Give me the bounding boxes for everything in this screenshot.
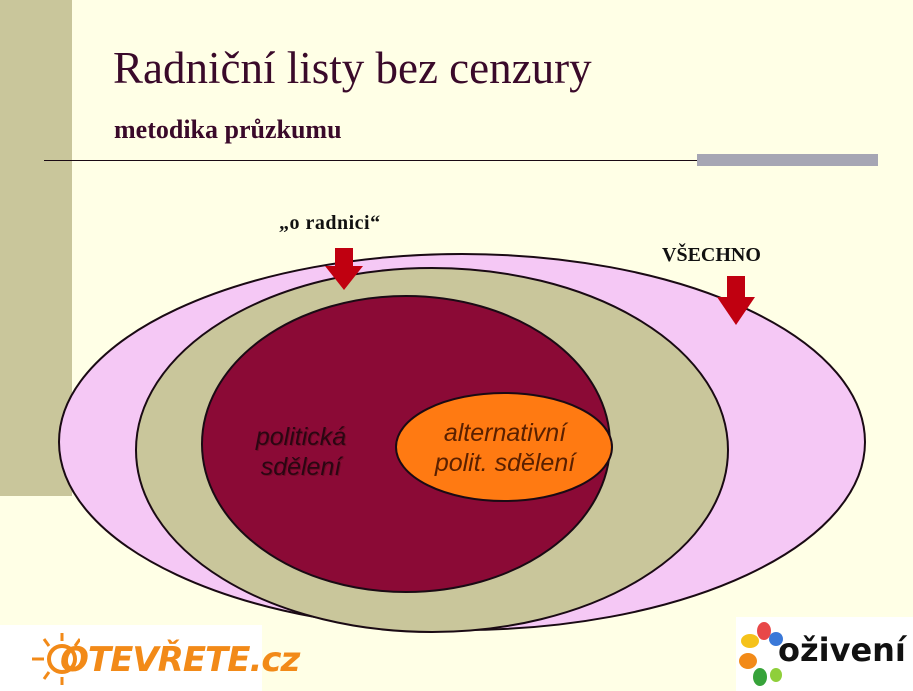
- slide-title: Radniční listy bez cenzury: [113, 43, 592, 93]
- label-alternativni-line2: polit. sdělení: [434, 449, 576, 477]
- otevrete-logo: OTEVŘETE.cz: [0, 625, 300, 691]
- label-o-radnici: „o radnici“: [279, 212, 381, 234]
- oziveni-logo: oživení: [736, 617, 913, 691]
- label-alternativni-line1: alternativní: [443, 419, 567, 447]
- oziveni-logo-text: oživení: [778, 631, 906, 669]
- label-alternativni-sdeleni: alternativní polit. sdělení: [396, 418, 614, 478]
- innermost-ellipse-alternativni: [395, 392, 613, 502]
- flower-icon: [739, 622, 783, 686]
- otevrete-logo-text: OTEVŘETE.cz: [60, 640, 300, 680]
- label-politicka-line2: sdělení: [260, 453, 342, 481]
- title-divider-accent: [697, 154, 878, 166]
- title-divider: [44, 160, 878, 161]
- slide-subtitle: metodika průzkumu: [114, 115, 342, 144]
- sun-icon: [32, 633, 80, 685]
- arrow-vsechno: [717, 276, 755, 325]
- label-vsechno: VŠECHNO: [662, 244, 761, 266]
- arrow-o-radnici: [325, 248, 363, 290]
- left-accent-bar: [0, 0, 72, 496]
- label-politicka-sdeleni: politická sdělení: [226, 422, 376, 482]
- label-politicka-line1: politická: [255, 423, 347, 451]
